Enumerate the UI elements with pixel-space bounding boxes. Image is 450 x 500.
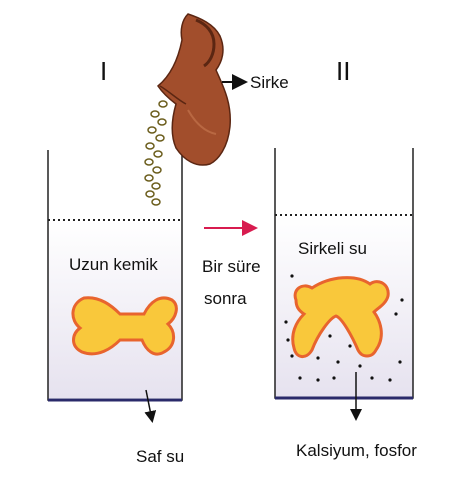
vinegar-pitcher bbox=[157, 13, 231, 166]
released-mineral-dots bbox=[284, 274, 404, 382]
beaker-2-numeral: II bbox=[336, 56, 350, 86]
beaker-2 bbox=[274, 148, 414, 400]
pure-water-label: Saf su bbox=[136, 447, 184, 466]
bone-label: Uzun kemik bbox=[69, 255, 158, 274]
transition-line-1: Bir süre bbox=[202, 257, 261, 276]
pure-water-arrow bbox=[144, 389, 157, 423]
long-bone-straight bbox=[71, 296, 178, 356]
vinegar-water-label: Sirkeli su bbox=[298, 239, 367, 258]
vinegar-label: Sirke bbox=[250, 73, 289, 92]
beaker-1 bbox=[47, 150, 183, 402]
transition-line-2: sonra bbox=[204, 289, 247, 308]
minerals-label: Kalsiyum, fosfor bbox=[296, 441, 417, 460]
beaker-1-numeral: I bbox=[100, 56, 107, 86]
long-bone-bent bbox=[291, 276, 390, 358]
vinegar-drops bbox=[144, 100, 168, 206]
